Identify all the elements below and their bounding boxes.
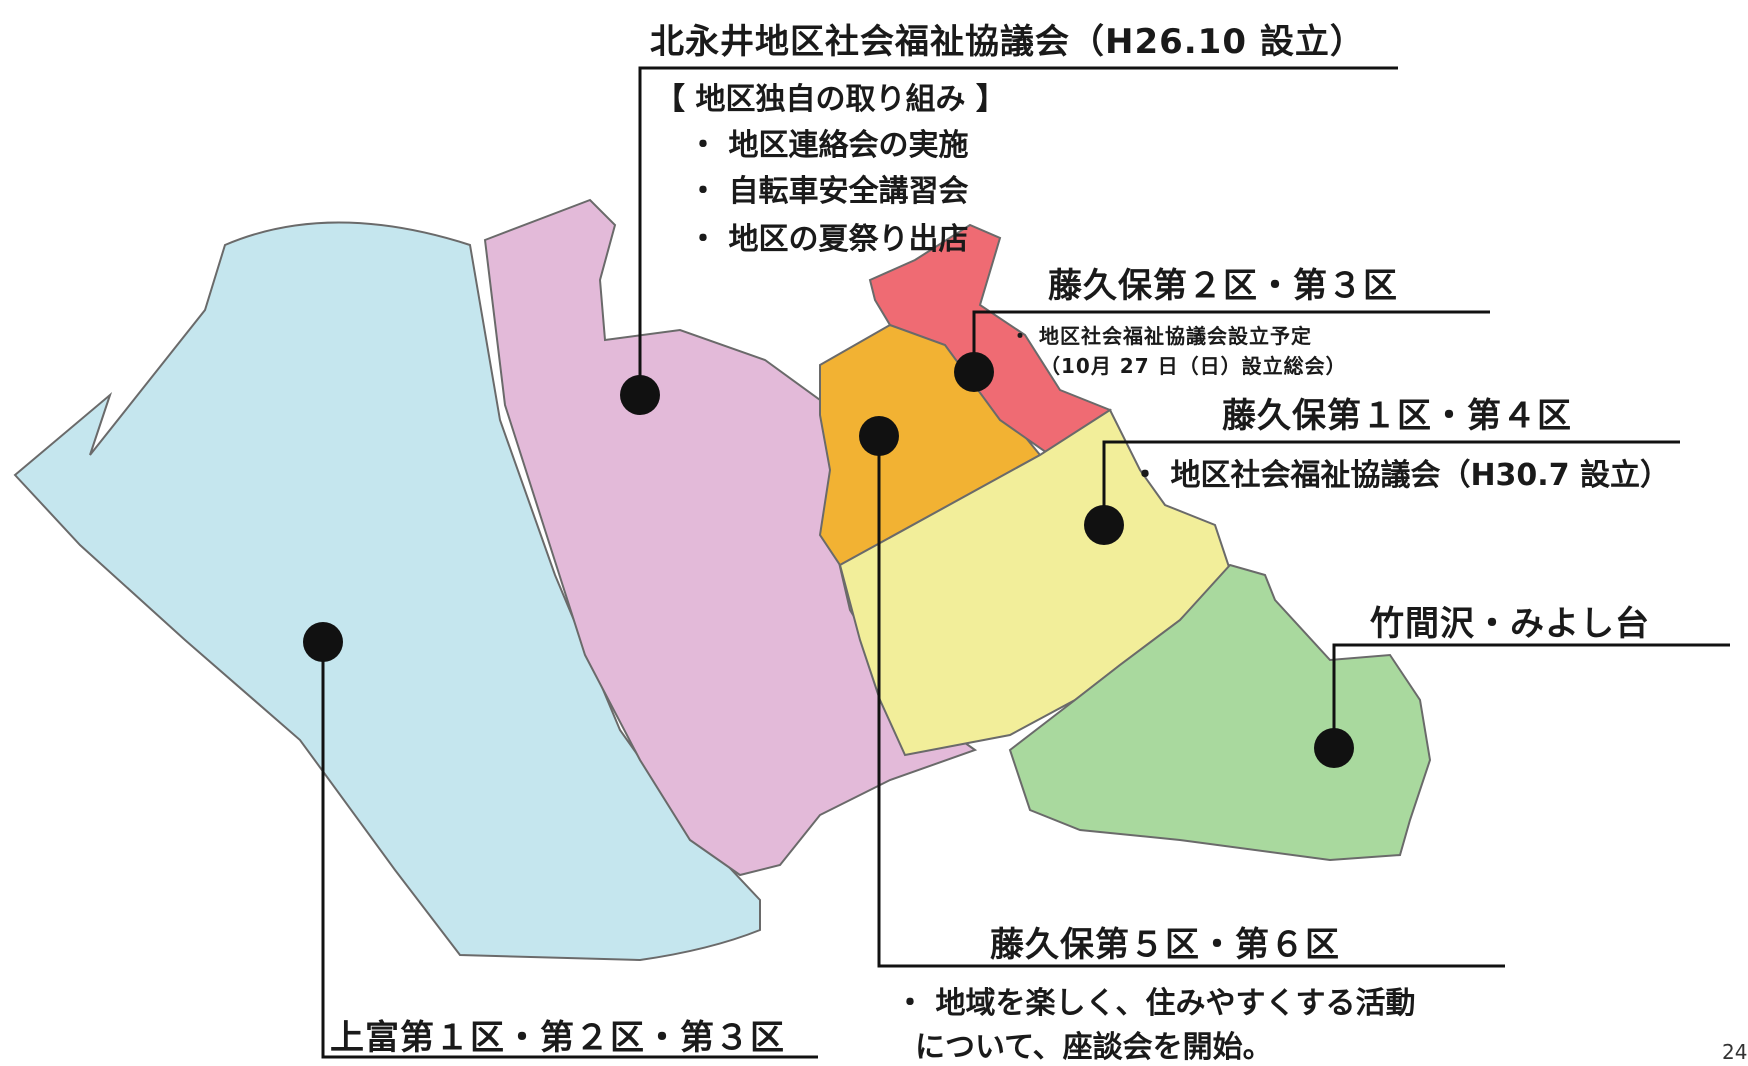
fujikubo56-note-1: ・ 地域を楽しく、住みやすくする活動	[895, 986, 1416, 1021]
page-number: 24	[1722, 1040, 1748, 1064]
kitanagai-subheading: 【 地区独自の取り組み 】	[655, 82, 1006, 117]
markers	[303, 352, 1354, 768]
fujikubo14-title: 藤久保第１区・第４区	[1222, 396, 1572, 436]
fujikubo23-note-1: ・ 地区社会福祉協議会設立予定	[1010, 324, 1312, 348]
kitanagai-title: 北永井地区社会福祉協議会（H26.10 設立）	[650, 22, 1365, 62]
fujikubo23-title: 藤久保第２区・第３区	[1048, 266, 1398, 306]
kitanagai-item-3: ・ 地区の夏祭り出店	[688, 222, 969, 257]
marker-kamitome	[303, 622, 343, 662]
marker-fujikubo23	[954, 352, 994, 392]
fujikubo14-note: ・ 地区社会福祉協議会（H30.7 設立）	[1130, 458, 1671, 493]
marker-takemazawa	[1314, 728, 1354, 768]
marker-fujikubo14	[1084, 505, 1124, 545]
takemazawa-title: 竹間沢・みよし台	[1370, 604, 1650, 644]
marker-fujikubo56	[859, 416, 899, 456]
region-kamitome	[13, 221, 761, 962]
kamitome-title: 上富第１区・第２区・第３区	[330, 1018, 785, 1058]
marker-kitanagai	[620, 375, 660, 415]
region-fujikubo23	[868, 223, 1113, 457]
region-takemazawa	[1008, 563, 1432, 862]
kitanagai-item-1: ・ 地区連絡会の実施	[688, 128, 969, 163]
kitanagai-item-2: ・ 自転車安全講習会	[688, 174, 969, 209]
fujikubo23-note-2: （10月 27 日（日）設立総会）	[1040, 354, 1347, 378]
fujikubo56-note-2: について、座談会を開始。	[915, 1030, 1273, 1065]
fujikubo56-title: 藤久保第５区・第６区	[990, 925, 1340, 965]
